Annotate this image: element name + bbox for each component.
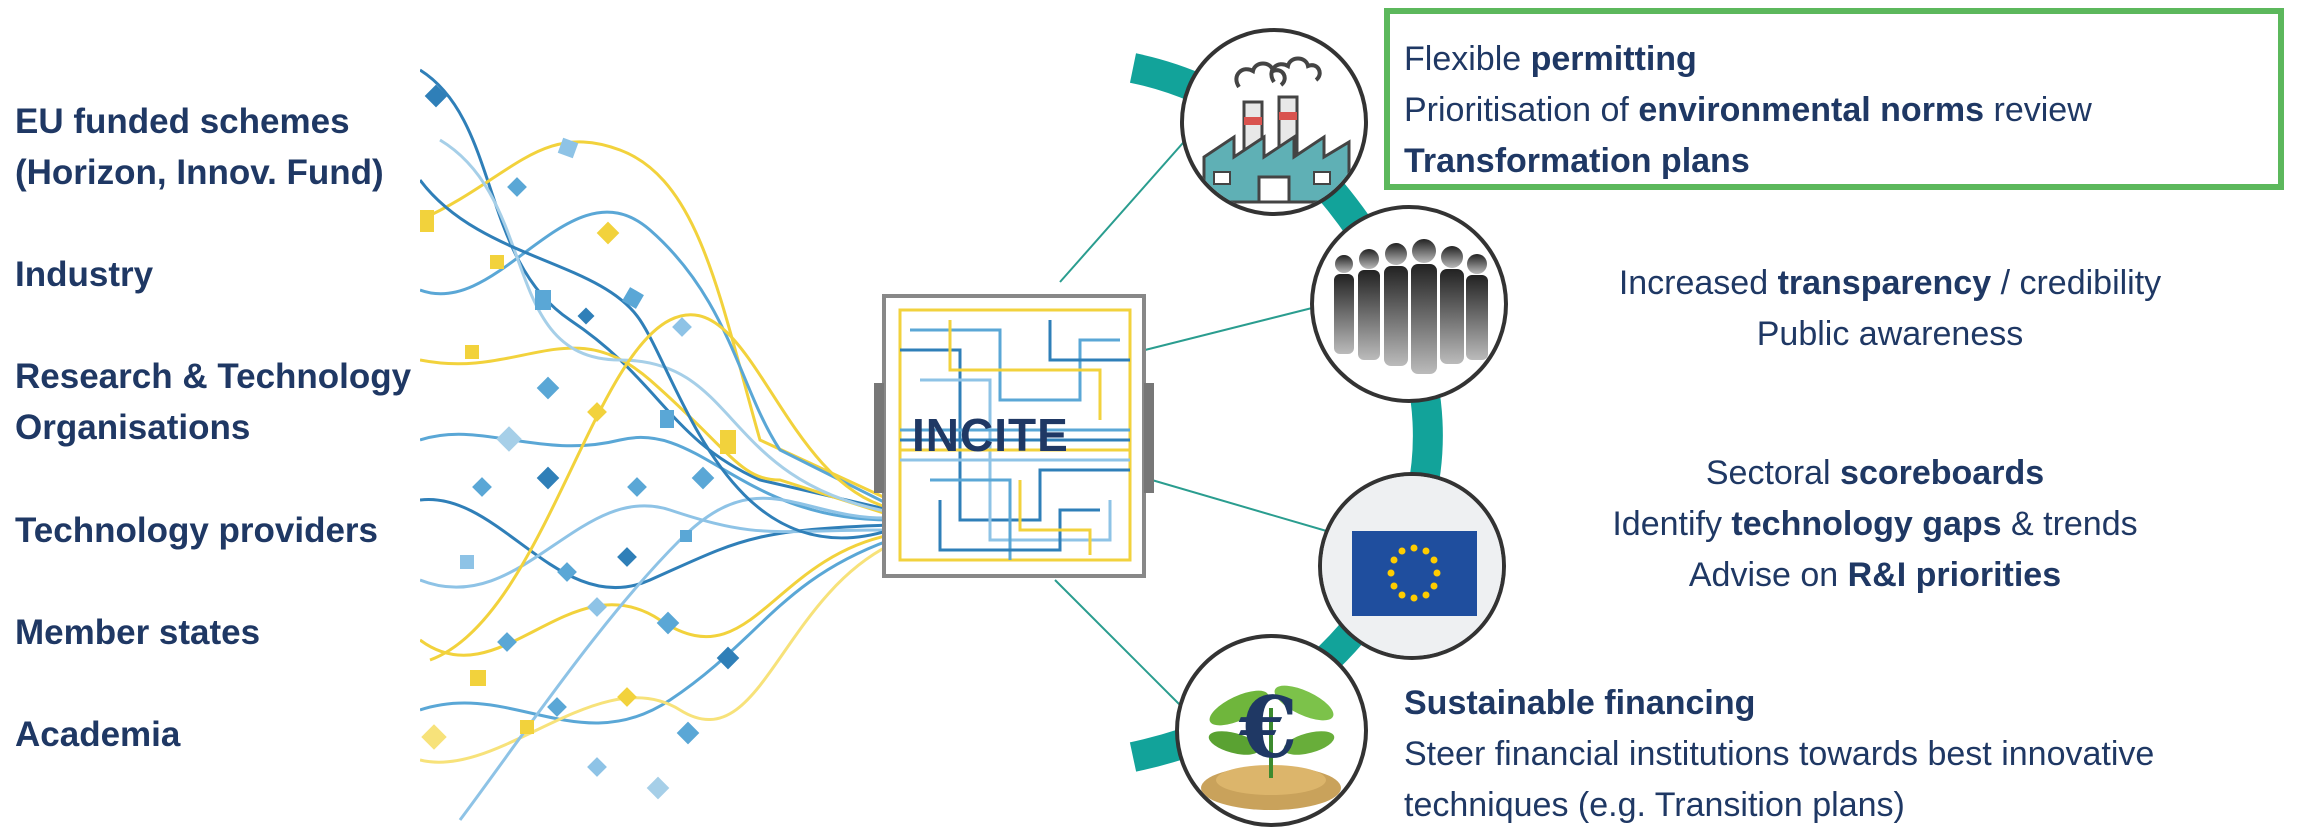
stakeholder-member-states: Member states [15,613,261,652]
transparency-text: Increased transparency / credibility Pub… [1520,258,2260,360]
scoreboards-line2-post: & trends [2001,505,2138,543]
stakeholder-rto-1: Research & Technology [15,357,412,396]
factory-icon [1202,56,1351,204]
stakeholder-rto-2: Organisations [15,408,251,447]
permitting-line2-post: review [1984,91,2092,129]
scoreboards-line2-bold: technology gaps [1731,505,2002,543]
scoreboards-line3-bold: R&I priorities [1847,556,2062,594]
scoreboards-text: Sectoral scoreboards Identify technology… [1505,448,2245,601]
scoreboards-line2-pre: Identify [1612,505,1732,543]
permitting-line3-bold: Transformation plans [1404,142,1750,180]
permitting-line1-pre: Flexible [1404,40,1531,78]
eu-flag-circle [1318,472,1506,660]
transparency-line1-post: / credibility [1991,264,2162,302]
stakeholder-industry: Industry [15,255,154,294]
financing-circle: € [1175,634,1368,827]
transparency-line1-bold: transparency [1777,264,1992,302]
financing-line1-bold: Sustainable financing [1404,684,1756,722]
people-silhouettes-icon [1334,239,1488,374]
permitting-highlight-box [1384,8,2284,190]
permitting-line2-bold: environmental norms [1638,91,1985,129]
financing-line2: Steer financial institutions towards bes… [1404,735,2155,773]
stakeholder-eu-funded-2: (Horizon, Innov. Fund) [15,153,384,192]
sprout-coins-icon [1201,685,1341,810]
stakeholder-tech-providers: Technology providers [15,511,379,550]
people-circle [1310,205,1508,403]
euro-symbol: € [1239,678,1298,777]
permitting-line2-pre: Prioritisation of [1404,91,1639,129]
converging-streams-graphic [420,68,890,821]
stakeholder-academia: Academia [15,715,181,754]
stakeholder-eu-funded-1: EU funded schemes [15,102,350,141]
transparency-line2: Public awareness [1756,315,2024,353]
connector-lines [1054,117,1331,716]
financing-text: Sustainable financing Steer financial in… [1404,678,2154,831]
permitting-line1-bold: permitting [1530,40,1697,78]
scoreboards-line3-pre: Advise on [1688,556,1848,594]
incite-hub-box [874,294,1154,578]
eu-flag-icon [1322,476,1502,656]
scoreboards-line1-pre: Sectoral [1705,454,1841,492]
factory-circle [1180,28,1368,216]
transparency-line1-pre: Increased [1618,264,1778,302]
financing-line3: techniques (e.g. Transition plans) [1404,786,1905,824]
incite-hub-label: INCITE [912,409,1069,461]
permitting-text: Flexible permitting Prioritisation of en… [1404,34,2092,187]
scoreboards-line1-bold: scoreboards [1840,454,2045,492]
